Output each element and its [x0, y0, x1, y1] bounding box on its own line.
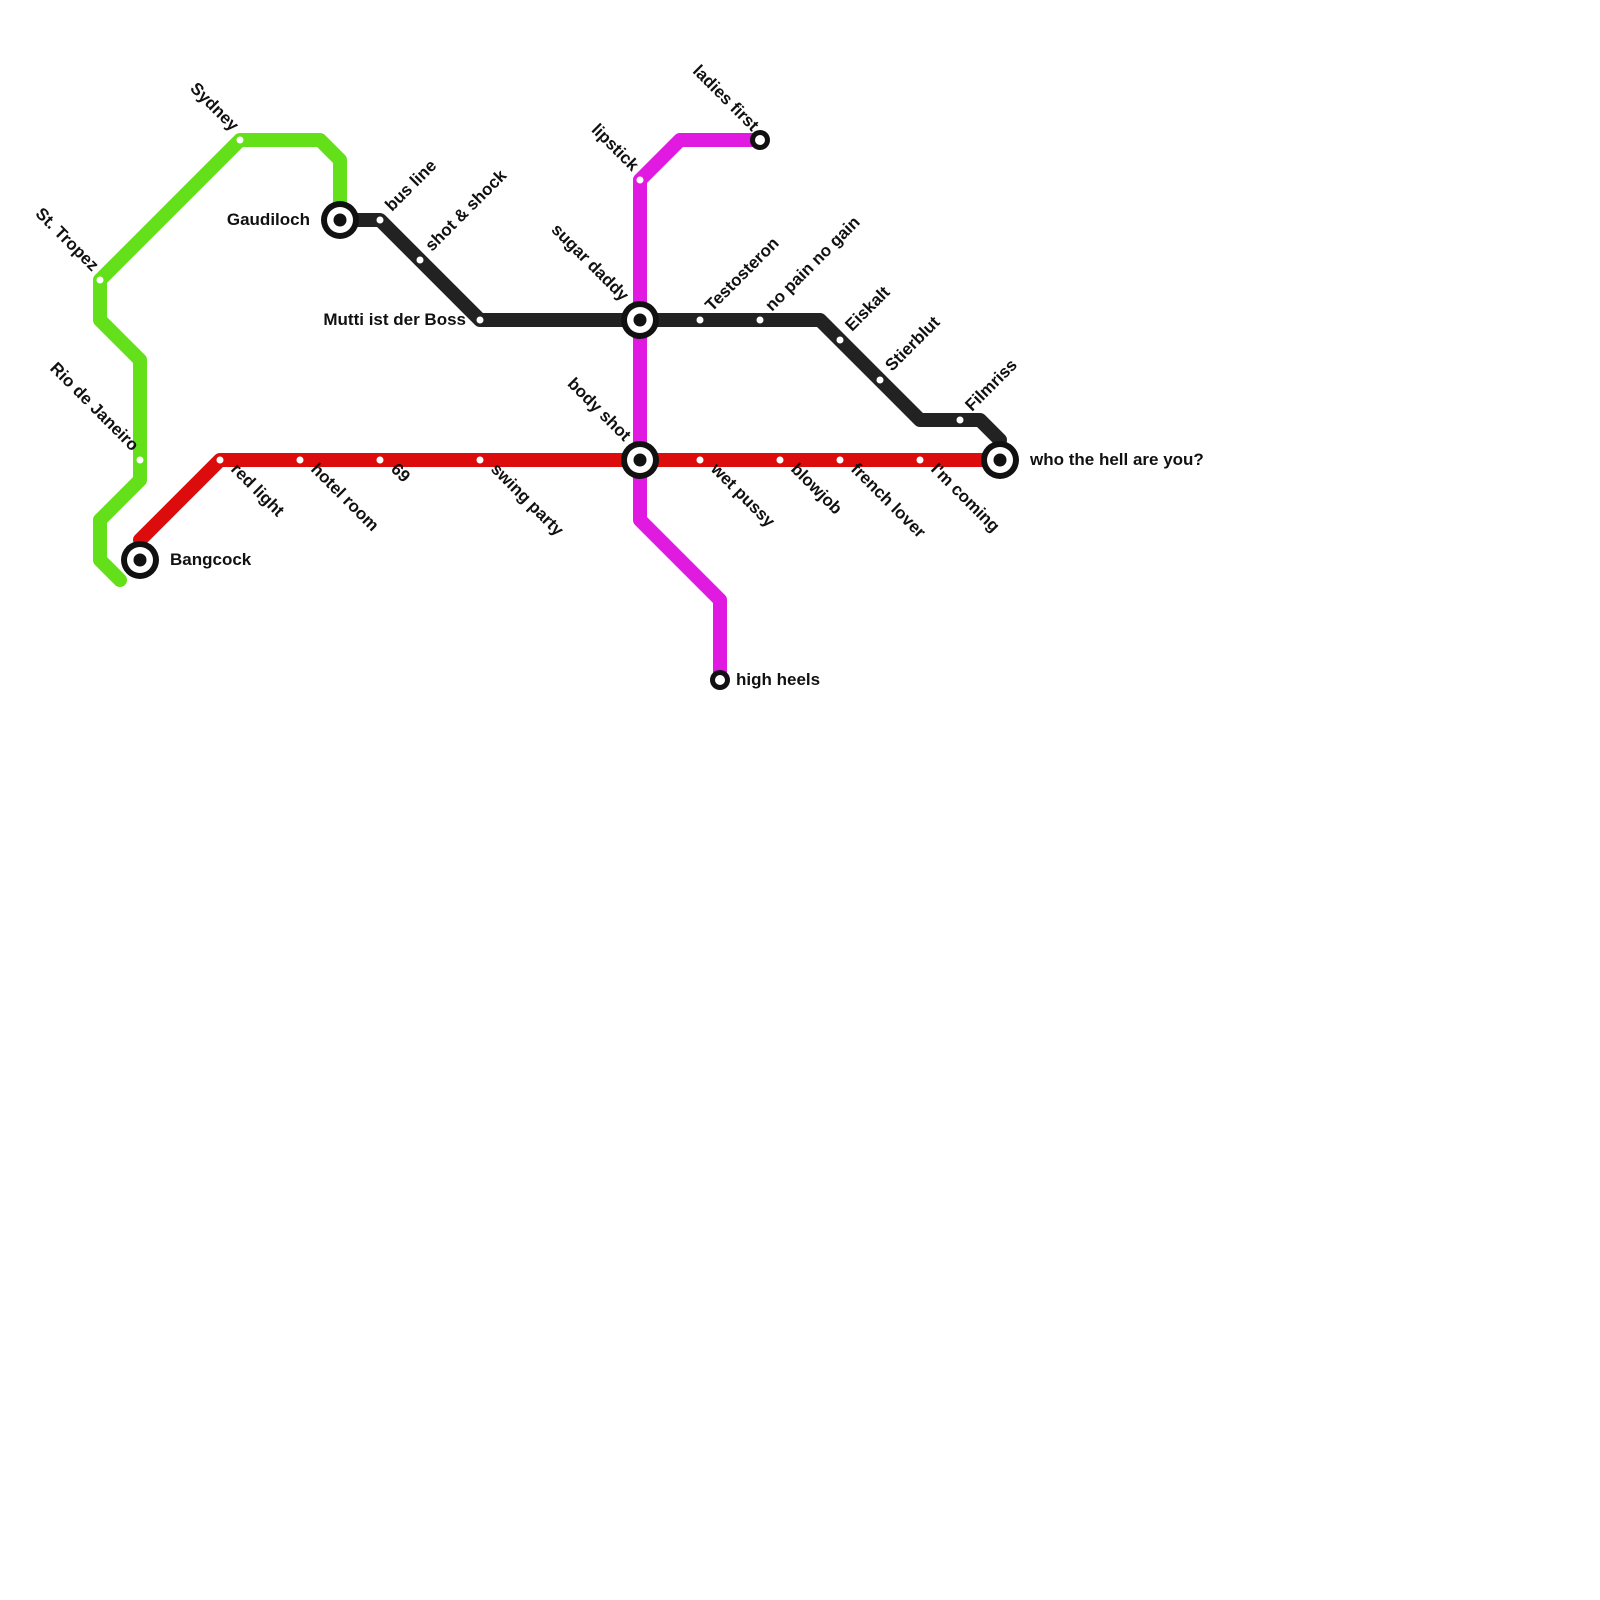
label-st-tropez: St. Tropez [32, 204, 103, 275]
terminus-ladies-first[interactable] [750, 130, 770, 150]
station-dot-lipstick[interactable] [636, 176, 644, 184]
label-shot-shock: shot & shock [421, 166, 510, 255]
label-eiskalt: Eiskalt [841, 282, 893, 334]
label-blowjob: blowjob [787, 459, 846, 518]
station-dot-rio-de-janeiro[interactable] [136, 456, 144, 464]
label-body-shot: body shot [564, 374, 635, 445]
label-gaudiloch: Gaudiloch [227, 210, 310, 229]
station-dot-mutti[interactable] [476, 316, 484, 324]
label-french-lover: french lover [847, 459, 930, 542]
terminus-high-heels[interactable] [710, 670, 730, 690]
label-high-heels: high heels [736, 670, 820, 689]
station-dot-bus-line[interactable] [376, 216, 384, 224]
station-dot-69[interactable] [376, 456, 384, 464]
label-bangcock: Bangcock [170, 550, 252, 569]
label-filmriss: Filmriss [961, 355, 1021, 415]
label-mutti: Mutti ist der Boss [323, 310, 466, 329]
label-lipstick: lipstick [588, 120, 643, 175]
black-line[interactable] [333, 213, 1007, 447]
station-dot-filmriss[interactable] [956, 416, 964, 424]
station-dot-swing-party[interactable] [476, 456, 484, 464]
label-stierblut: Stierblut [881, 312, 943, 374]
label-wet-pussy: wet pussy [706, 459, 779, 532]
station-dot-blowjob[interactable] [776, 456, 784, 464]
station-dot-french-lover[interactable] [836, 456, 844, 464]
label-bus-line: bus line [381, 156, 440, 215]
station-dot-red-light[interactable] [216, 456, 224, 464]
label-swing-party: swing party [487, 459, 568, 540]
interchange-sugar-daddy[interactable] [621, 301, 659, 339]
station-dot-stierblut[interactable] [876, 376, 884, 384]
station-dot-eiskalt[interactable] [836, 336, 844, 344]
station-labels: Sydney St. Tropez Rio de Janeiro Bangcoc… [32, 61, 1204, 689]
station-dot-st-tropez[interactable] [96, 276, 104, 284]
label-red-light: red light [227, 459, 288, 520]
label-no-pain: no pain no gain [761, 213, 863, 315]
station-dot-hotel-room[interactable] [296, 456, 304, 464]
station-dots [96, 136, 964, 464]
label-hotel-room: hotel room [307, 459, 383, 535]
label-sugar-daddy: sugar daddy [548, 220, 633, 305]
interchange-stations [121, 130, 1019, 690]
station-dot-no-pain[interactable] [756, 316, 764, 324]
label-who-the-hell: who the hell are you? [1029, 450, 1204, 469]
interchange-body-shot[interactable] [621, 441, 659, 479]
station-dot-shot-shock[interactable] [416, 256, 424, 264]
label-sydney: Sydney [186, 79, 243, 136]
label-rio-de-janeiro: Rio de Janeiro [46, 359, 142, 455]
station-dot-sydney[interactable] [236, 136, 244, 144]
station-dot-wet-pussy[interactable] [696, 456, 704, 464]
interchange-bangcock[interactable] [121, 541, 159, 579]
green-line[interactable] [93, 133, 347, 587]
magenta-line[interactable] [633, 133, 767, 687]
station-dot-testosteron[interactable] [696, 316, 704, 324]
interchange-who-the-hell[interactable] [981, 441, 1019, 479]
station-dot-im-coming[interactable] [916, 456, 924, 464]
label-ladies-first: ladies first [689, 61, 763, 135]
interchange-gaudiloch[interactable] [321, 201, 359, 239]
